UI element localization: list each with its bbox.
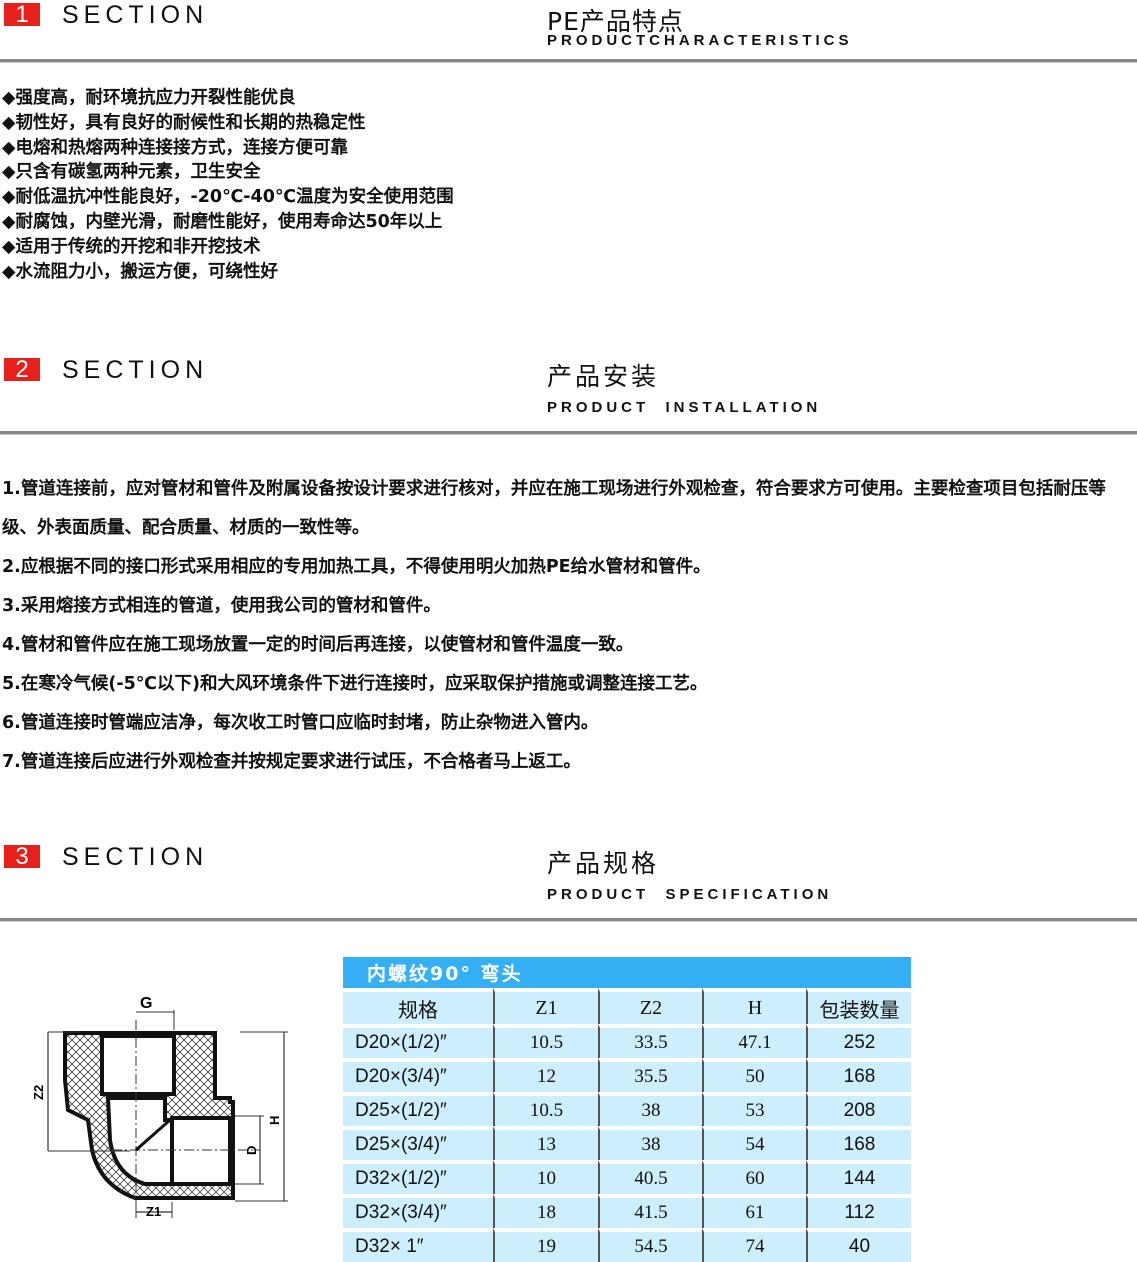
quantity-cell: 168 xyxy=(806,1126,911,1160)
z2-cell: 41.5 xyxy=(598,1194,702,1228)
installation-step: 3.采用熔接方式相连的管道，使用我公司的管材和管件。 xyxy=(2,596,441,616)
section-title: PE产品特点 xyxy=(547,7,684,36)
divider xyxy=(0,918,1137,922)
features-list: ◆强度高，耐环境抗应力开裂性能优良 ◆韧性好，具有良好的耐候性和长期的热稳定性 ◆电… xyxy=(2,86,454,284)
column-header: Z2 xyxy=(598,988,702,1024)
installation-step: 6.管道连接时管端应洁净，每次收工时管口应临时封堵，防止杂物进入管内。 xyxy=(2,713,599,733)
feature-item: ◆水流阻力小，搬运方便，可绕性好 xyxy=(2,261,278,282)
section-number: 3 xyxy=(4,845,40,869)
column-header: H xyxy=(702,988,806,1024)
section-label: SECTION xyxy=(62,356,209,384)
section-subtitle: PRODUCTCHARACTERISTICS xyxy=(547,32,853,49)
section-subtitle: PRODUCT INSTALLATION xyxy=(547,399,822,416)
feature-item: ◆强度高，耐环境抗应力开裂性能优良 xyxy=(2,88,296,108)
section-2-header: 2 SECTION 产品安装 PRODUCT INSTALLATION xyxy=(0,355,1137,435)
g-label: G xyxy=(140,995,152,1012)
divider xyxy=(0,431,1137,435)
feature-item: ◆耐腐蚀，内壁光滑，耐磨性能好，使用寿命达50年以上 xyxy=(2,211,443,232)
h-cell: 53 xyxy=(702,1092,806,1126)
quantity-cell: 144 xyxy=(806,1160,911,1194)
column-header: 包装数量 xyxy=(806,988,911,1024)
divider xyxy=(0,59,1137,63)
feature-item: ◆适用于传统的开挖和非开挖技术 xyxy=(2,236,261,257)
column-header: Z1 xyxy=(493,988,598,1024)
section-title: 产品规格 xyxy=(547,849,660,878)
z2-label: Z2 xyxy=(31,1085,46,1100)
h-cell: 54 xyxy=(702,1126,806,1160)
h-cell: 74 xyxy=(702,1228,806,1262)
z1-cell: 13 xyxy=(493,1126,598,1160)
quantity-cell: 208 xyxy=(806,1092,911,1126)
thread-bore xyxy=(100,1034,176,1096)
spec-cell: D32×(1/2)″ xyxy=(343,1160,493,1194)
feature-item: ◆只含有碳氢两种元素，卫生安全 xyxy=(2,162,261,183)
spec-cell: D32× 1″ xyxy=(343,1228,493,1262)
z2-cell: 40.5 xyxy=(598,1160,702,1194)
h-cell: 47.1 xyxy=(702,1024,806,1058)
section-label: SECTION xyxy=(62,1,209,29)
h-cell: 60 xyxy=(702,1160,806,1194)
z2-cell: 33.5 xyxy=(598,1024,702,1058)
z2-cell: 54.5 xyxy=(598,1228,702,1262)
section-title: 产品安装 xyxy=(547,362,660,391)
z2-cell: 38 xyxy=(598,1092,702,1126)
z2-cell: 35.5 xyxy=(598,1058,702,1092)
h-cell: 50 xyxy=(702,1058,806,1092)
h-cell: 61 xyxy=(702,1194,806,1228)
installation-step: 1.管道连接前，应对管材和管件及附属设备按设计要求进行核对，并应在施工现场进行外… xyxy=(2,479,1106,538)
spec-cell: D25×(1/2)″ xyxy=(343,1092,493,1126)
installation-step: 4.管材和管件应在施工现场放置一定的时间后再连接，以使管材和管件温度一致。 xyxy=(2,635,634,655)
quantity-cell: 40 xyxy=(806,1228,911,1262)
feature-item: ◆韧性好，具有良好的耐候性和长期的热稳定性 xyxy=(2,112,366,133)
section-number: 1 xyxy=(4,3,40,27)
z1-cell: 18 xyxy=(493,1194,598,1228)
spec-cell: D25×(3/4)″ xyxy=(343,1126,493,1160)
z1-cell: 10.5 xyxy=(493,1092,598,1126)
section-3-header: 3 SECTION 产品规格 PRODUCT SPECIFICATION xyxy=(0,842,1137,922)
z1-cell: 10 xyxy=(493,1160,598,1194)
socket-bore xyxy=(170,1116,232,1186)
quantity-cell: 112 xyxy=(806,1194,911,1228)
quantity-cell: 168 xyxy=(806,1058,911,1092)
table-title: 内螺纹90° 弯头 xyxy=(343,957,911,988)
section-number: 2 xyxy=(4,358,40,382)
section-1-header: 1 SECTION PE产品特点 PRODUCTCHARACTERISTICS xyxy=(0,0,1137,63)
z1-cell: 10.5 xyxy=(493,1024,598,1058)
z1-label: Z1 xyxy=(146,1204,161,1219)
installation-step: 2.应根据不同的接口形式采用相应的专用加热工具，不得使用明火加热PE给水管材和管… xyxy=(2,557,711,577)
installation-step: 5.在寒冷气候(-5℃以下)和大风环境条件下进行连接时，应采取保护措施或调整连接… xyxy=(2,674,708,694)
spec-cell: D20×(3/4)″ xyxy=(343,1058,493,1092)
column-header: 规格 xyxy=(343,988,493,1024)
spec-cell: D32×(3/4)″ xyxy=(343,1194,493,1228)
feature-item: ◆耐低温抗冲性能良好，-20℃-40℃温度为安全使用范围 xyxy=(2,187,454,208)
installation-step: 7.管道连接后应进行外观检查并按规定要求进行试压，不合格者马上返工。 xyxy=(2,752,581,772)
installation-list: 1.管道连接前，应对管材和管件及附属设备按设计要求进行核对，并应在施工现场进行外… xyxy=(2,470,1137,782)
section-subtitle: PRODUCT SPECIFICATION xyxy=(547,886,833,903)
z1-cell: 19 xyxy=(493,1228,598,1262)
d-label: D xyxy=(244,1146,259,1155)
z1-cell: 12 xyxy=(493,1058,598,1092)
spec-cell: D20×(1/2)″ xyxy=(343,1024,493,1058)
quantity-cell: 252 xyxy=(806,1024,911,1058)
elbow-cross-section-diagram: G Z2 H D Z1 xyxy=(31,995,288,1219)
h-label: H xyxy=(267,1116,282,1125)
z2-cell: 38 xyxy=(598,1126,702,1160)
feature-item: ◆电熔和热熔两种连接接方式，连接方便可靠 xyxy=(2,137,348,158)
section-label: SECTION xyxy=(62,843,209,871)
